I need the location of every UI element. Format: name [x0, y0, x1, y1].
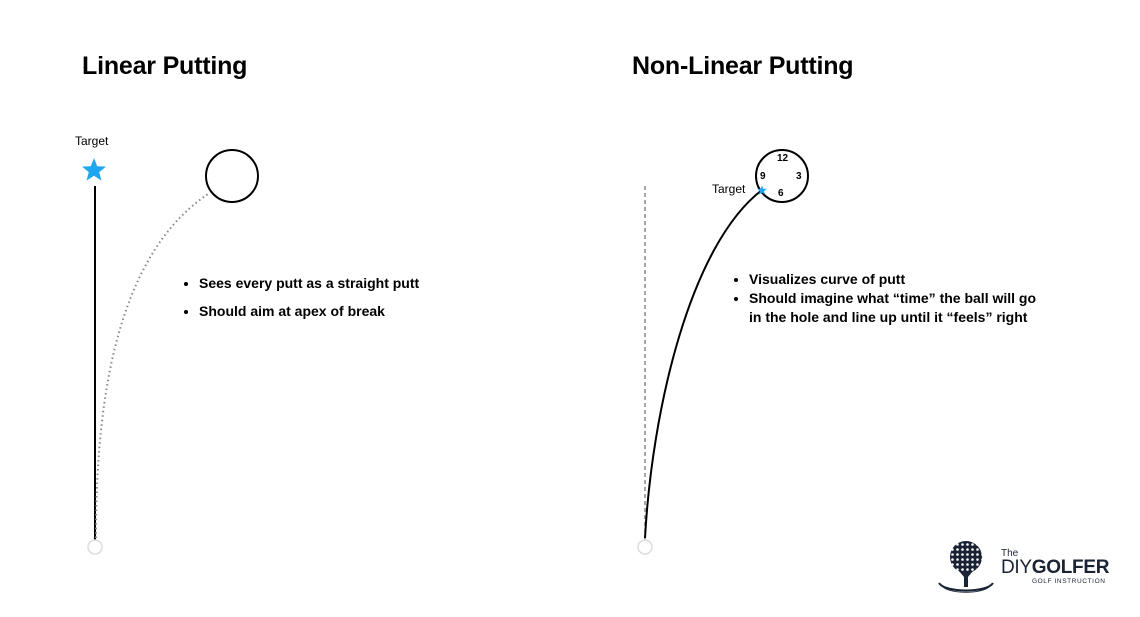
clock-number-12: 12	[777, 153, 789, 164]
logo-the-text: The	[1001, 548, 1019, 559]
golf-ball-left	[87, 539, 103, 555]
clock-number-6: 6	[778, 188, 784, 199]
bullet-item: Should imagine what “time” the ball will…	[749, 289, 1049, 327]
target-label-left: Target	[75, 134, 109, 148]
break-curve-dotted	[95, 193, 209, 539]
bullet-item: Visualizes curve of putt	[749, 270, 1049, 289]
non-linear-putting-bullets: Visualizes curve of putt Should imagine …	[731, 270, 1049, 327]
logo-golfer-text: GOLFER	[1031, 557, 1110, 578]
target-star-icon	[82, 158, 106, 181]
logo-diy-text: DIY	[1001, 557, 1032, 578]
clock-number-9: 9	[760, 171, 766, 182]
linear-putting-bullets: Sees every putt as a straight putt Shoul…	[181, 274, 479, 330]
curved-putt-line	[644, 189, 763, 539]
target-label-right: Target	[712, 182, 746, 196]
title-non-linear-putting: Non-Linear Putting	[632, 52, 854, 80]
clock-number-3: 3	[796, 171, 802, 182]
golf-ball-right	[637, 539, 653, 555]
hole-circle	[205, 149, 259, 203]
diy-golfer-logo-icon	[938, 541, 994, 593]
clock-hole-circle	[755, 149, 809, 203]
logo-subtitle: GOLF INSTRUCTION	[1032, 578, 1106, 585]
target-star-small-icon	[757, 185, 767, 195]
title-linear-putting: Linear Putting	[82, 52, 248, 80]
bullet-item: Should aim at apex of break	[199, 302, 479, 321]
bullet-item: Sees every putt as a straight putt	[199, 274, 479, 293]
logo-wordmark: DIYGOLFER	[1001, 557, 1109, 579]
